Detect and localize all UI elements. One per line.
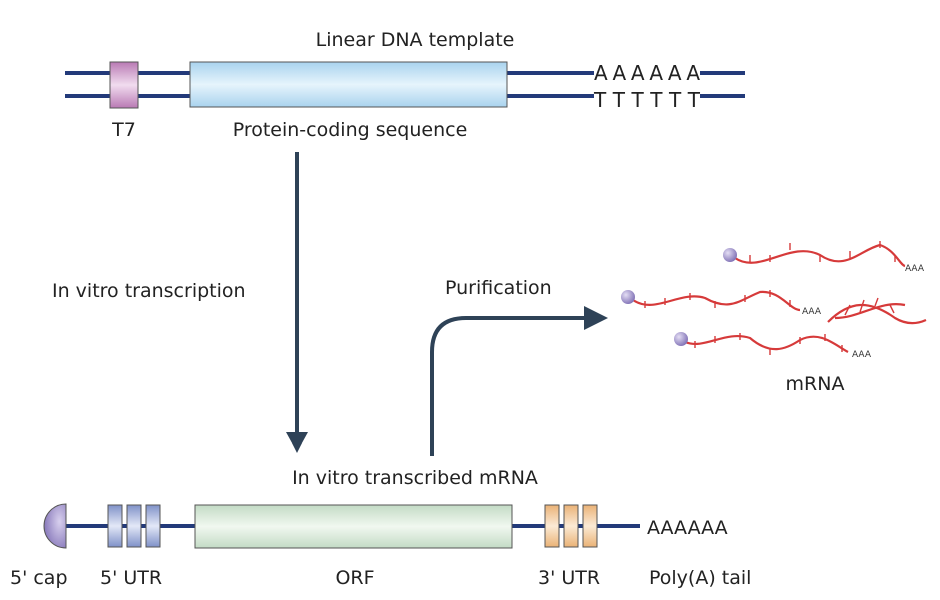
mrna-hairpin bbox=[827, 297, 927, 325]
mrna-product bbox=[621, 241, 927, 355]
transcription-label: In vitro transcription bbox=[52, 280, 246, 302]
transcription-arrowhead bbox=[286, 432, 308, 452]
cap-ball-icon bbox=[621, 290, 635, 304]
mrna-strand-2 bbox=[621, 290, 801, 312]
mrna-construct: In vitro transcribed mRNA AAAAAA 5' cap … bbox=[10, 467, 751, 589]
base-ticks bbox=[644, 241, 896, 355]
mrna-strand-3 bbox=[674, 332, 849, 353]
dna-template-title: Linear DNA template bbox=[316, 29, 515, 51]
polyA-gap bbox=[594, 63, 700, 105]
purification-arrowhead bbox=[584, 306, 608, 330]
dna-template: Linear DNA template AAAAAA TTTTTT T7 Pro… bbox=[65, 29, 745, 141]
strand-3-tail: AAA bbox=[852, 350, 872, 360]
utr3-label: 3' UTR bbox=[538, 567, 600, 589]
cap-label: 5' cap bbox=[10, 567, 68, 589]
cap-ball-icon bbox=[674, 332, 688, 346]
protein-coding-box bbox=[189, 61, 508, 108]
polyA-tail-label: Poly(A) tail bbox=[649, 567, 751, 589]
utr5-boxes bbox=[107, 504, 161, 548]
mrna-construct-title: In vitro transcribed mRNA bbox=[292, 467, 538, 489]
strand-2-tail: AAA bbox=[802, 307, 822, 317]
protein-coding-label: Protein-coding sequence bbox=[233, 119, 468, 141]
utr3-boxes bbox=[544, 504, 598, 548]
orf-label: ORF bbox=[335, 567, 374, 589]
five-prime-cap-icon bbox=[43, 503, 67, 549]
utr5-label: 5' UTR bbox=[100, 567, 162, 589]
mrna-label: mRNA bbox=[786, 373, 845, 395]
polyA-tail-text: AAAAAA bbox=[647, 517, 728, 539]
mrna-strand-1 bbox=[723, 243, 906, 268]
orf-box bbox=[194, 504, 513, 549]
cap-ball-icon bbox=[723, 248, 737, 262]
purification-label: Purification bbox=[445, 277, 552, 299]
t7-label: T7 bbox=[111, 119, 136, 141]
t7-promoter-box bbox=[109, 61, 139, 109]
strand-1-tail: AAA bbox=[905, 264, 925, 274]
purification-arrow bbox=[430, 316, 585, 456]
